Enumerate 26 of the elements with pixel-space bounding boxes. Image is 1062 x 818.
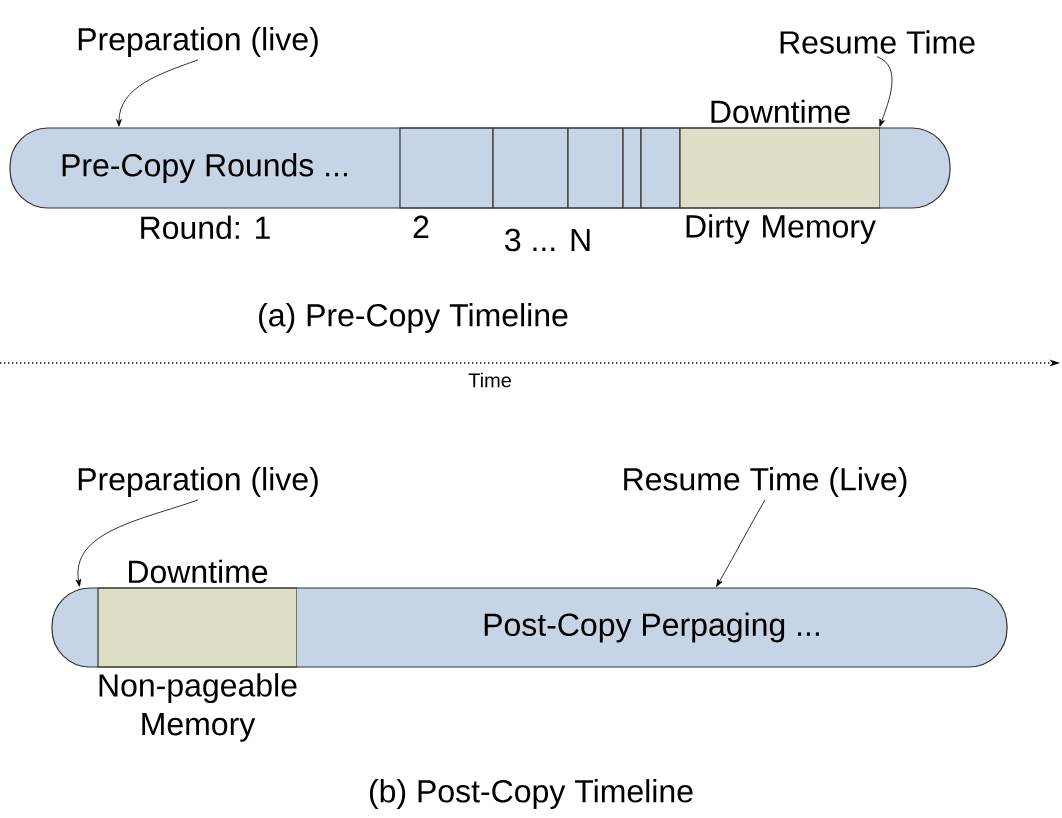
annotation-text: Resume Time (Live) [624,467,907,497]
curved-arrow [116,59,199,127]
figure-caption: (a) Pre-Copy Timeline [259,303,568,333]
figure-caption: (b) Post-Copy Timeline [370,779,693,809]
curved-arrow [716,499,766,587]
segment-caption: Dirty Memory [686,214,876,245]
timeline-segment [880,128,950,208]
annotation-text: Resume Time [780,30,975,54]
timeline-segment [52,588,98,667]
annotation-text: Preparation (live) [78,467,318,497]
round-label: 2 [413,215,429,238]
curved-arrow [75,499,199,587]
timeline-bar [51,587,1008,668]
curved-arrow [876,56,893,127]
timeline-segment [492,127,569,209]
segment-heading: Downtime [711,99,850,124]
segment-caption: Non-pageable Memory [99,673,297,742]
segment-heading: Downtime [129,559,268,584]
annotation-text: Preparation (live) [78,27,318,57]
timeline-segment: Post-Copy Perpaging ... [297,588,1007,667]
timeline-bar [9,127,951,209]
round-label: Round: 1 [141,215,270,240]
timeline-segment [622,127,642,209]
round-label: 3 ... N [505,228,590,252]
axis-label: Time [468,372,511,388]
node-label: Pre-Copy Rounds ... [62,153,347,183]
